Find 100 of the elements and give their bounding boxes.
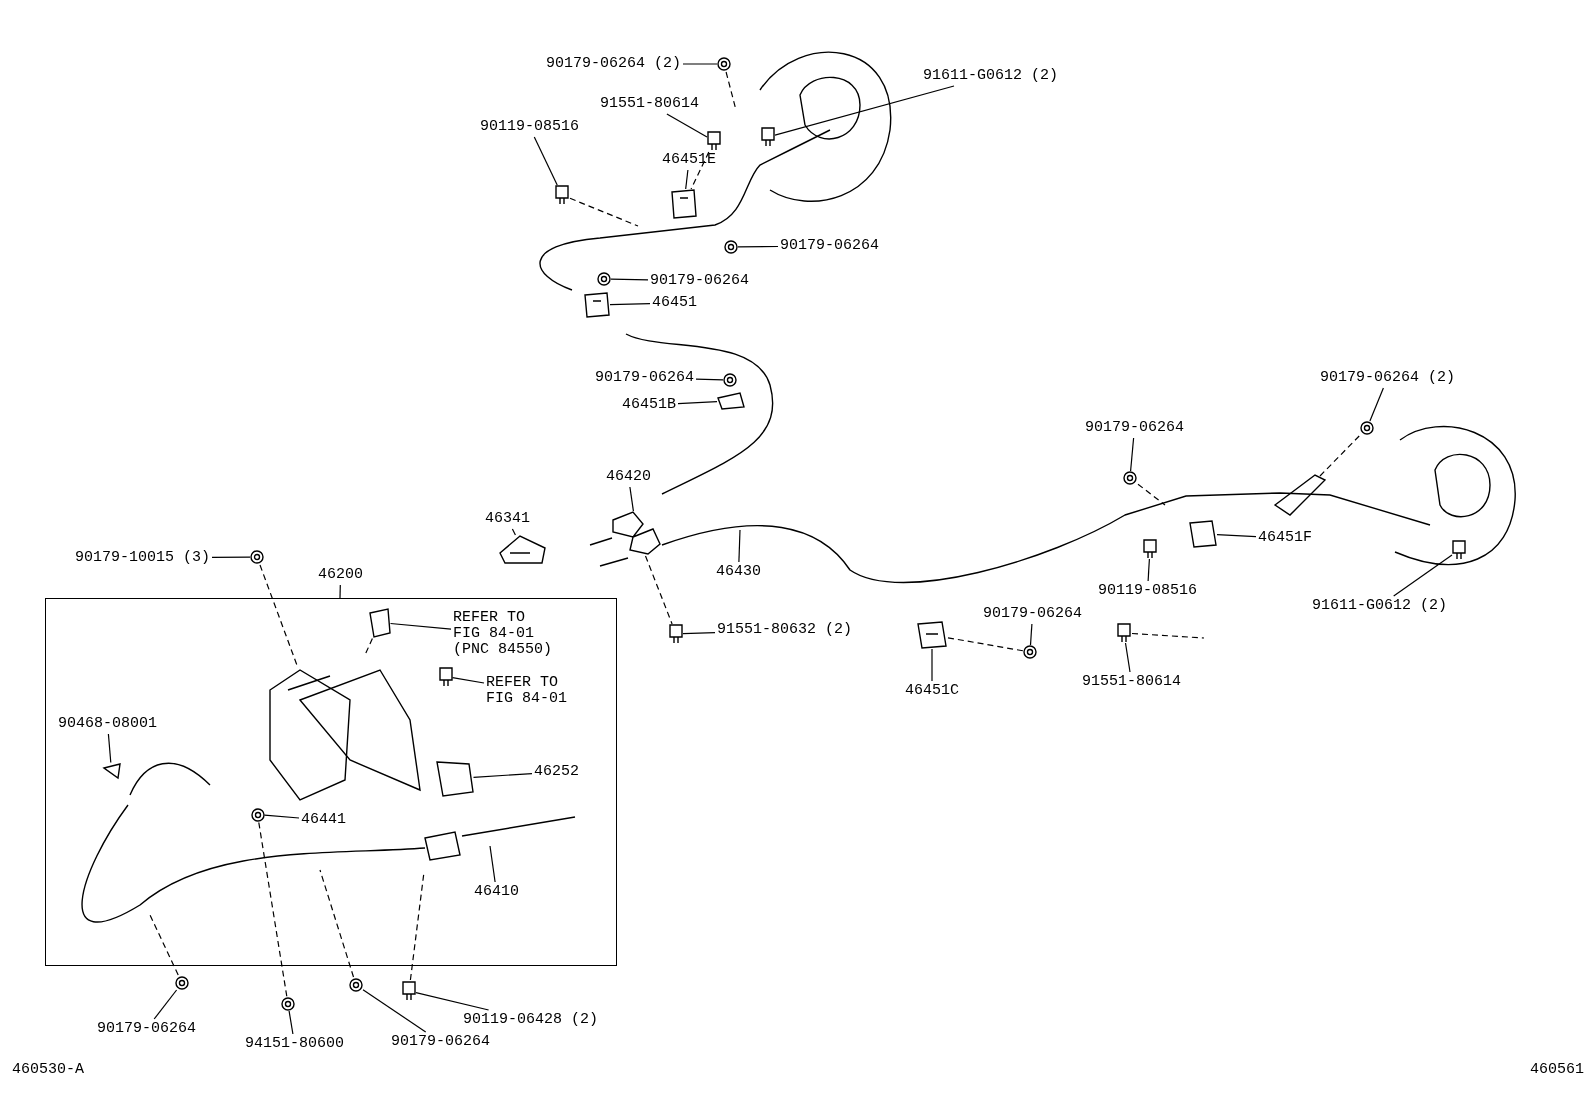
leader-line [1130, 437, 1135, 472]
nut-icon [175, 976, 189, 990]
bolt-icon [555, 185, 569, 205]
part-number: 46451E [662, 152, 716, 168]
part-number: 90179-06264 (2) [546, 56, 682, 72]
part-number: 90179-06264 [983, 606, 1083, 622]
nut-icon [1123, 471, 1137, 485]
assembly-line [1131, 632, 1205, 639]
leader-line [451, 677, 485, 684]
assembly-line [149, 914, 179, 976]
bracket-drawing [717, 392, 745, 410]
nut-icon [281, 997, 295, 1011]
leader-line [211, 556, 251, 558]
part-number: 46200 [318, 567, 363, 583]
leader-line [489, 845, 496, 883]
figure-number: 460561 [1530, 1062, 1584, 1078]
bolt-icon [1143, 539, 1157, 559]
assembly-line [569, 197, 639, 227]
nut-icon [717, 57, 731, 71]
leader-line [288, 1010, 294, 1035]
figure-number: 460530-A [12, 1062, 84, 1078]
part-number: 90179-06264 [650, 273, 750, 289]
leader-line [533, 136, 558, 186]
part-number: 90119-06428 (2) [463, 1012, 599, 1028]
leader-line [695, 378, 724, 381]
bolt-icon [438, 666, 453, 687]
part-number: 90119-08516 [1098, 583, 1198, 599]
nut-icon [349, 978, 363, 992]
leader-line [107, 733, 112, 764]
leader-line [153, 989, 178, 1020]
leader-line [339, 584, 341, 599]
leader-line [362, 989, 427, 1033]
part-number: 91551-80614 [1082, 674, 1182, 690]
part-number: 90119-08516 [480, 119, 580, 135]
clip-icon [101, 762, 121, 779]
nut-icon [724, 240, 738, 254]
nut-icon [250, 807, 265, 822]
bolt-icon [1117, 623, 1131, 643]
bolt-icon [402, 981, 416, 1001]
assembly-line [258, 821, 288, 998]
leader-line [685, 169, 689, 190]
bolt-icon [707, 131, 721, 151]
bracket-drawing [917, 621, 947, 649]
leader-line [677, 401, 718, 405]
bracket-drawing [368, 607, 391, 638]
bolt-icon [761, 127, 775, 147]
part-number: REFER TO FIG 84-01 (PNC 84550) [453, 610, 555, 658]
part-number: 46420 [606, 469, 651, 485]
part-number: 46451B [622, 397, 676, 413]
part-number: 90179-06264 (2) [1320, 370, 1456, 386]
assembly-line [690, 151, 710, 190]
bracket-drawing [671, 189, 697, 219]
bracket-drawing [499, 535, 546, 564]
part-number: 90468-08001 [58, 716, 158, 732]
leader-line [737, 245, 779, 248]
bracket-drawing [1189, 520, 1217, 548]
leader-line [1369, 387, 1384, 422]
assembly-line [364, 637, 373, 656]
leader-line [1124, 642, 1131, 673]
part-number: 90179-10015 (3) [75, 550, 211, 566]
leader-line [1216, 534, 1257, 538]
nut-icon [1360, 421, 1374, 435]
leader-line [1393, 554, 1453, 597]
leader-line [511, 528, 516, 536]
part-number: 46410 [474, 884, 519, 900]
assembly-line [319, 869, 355, 978]
pad-drawing [435, 760, 474, 797]
part-number: 46451 [652, 295, 697, 311]
nut-icon [723, 373, 737, 387]
nut-icon [597, 272, 611, 286]
assembly-line [947, 637, 1024, 652]
leader-line [415, 992, 490, 1011]
frame-box [45, 598, 617, 966]
part-number: 91611-G0612 (2) [923, 68, 1059, 84]
part-number: 90179-06264 [391, 1034, 491, 1050]
nut-icon [1023, 645, 1037, 659]
part-number: 91551-80614 [600, 96, 700, 112]
leader-line [472, 773, 533, 778]
part-number: 46252 [534, 764, 579, 780]
leader-line [609, 303, 651, 306]
assembly-line [1137, 483, 1166, 506]
part-number: 46430 [716, 564, 761, 580]
part-number: 91611-G0612 (2) [1312, 598, 1448, 614]
leader-line [738, 529, 741, 563]
part-number: 90179-06264 [97, 1021, 197, 1037]
leader-line [682, 632, 716, 635]
part-number: 90179-06264 [1085, 420, 1185, 436]
bolt-icon [1452, 540, 1466, 560]
part-number: 46451F [1258, 530, 1312, 546]
part-number: 46451C [905, 683, 959, 699]
part-number: 94151-80600 [245, 1036, 345, 1052]
clamp-drawing [584, 292, 610, 318]
leader-line [389, 622, 452, 630]
nut-icon [250, 550, 264, 564]
leader-line [629, 486, 634, 512]
leader-line [263, 814, 300, 819]
leader-line [610, 278, 649, 281]
equalizer-drawing [612, 511, 661, 555]
leader-line [1029, 623, 1033, 646]
assembly-line [1317, 435, 1360, 479]
